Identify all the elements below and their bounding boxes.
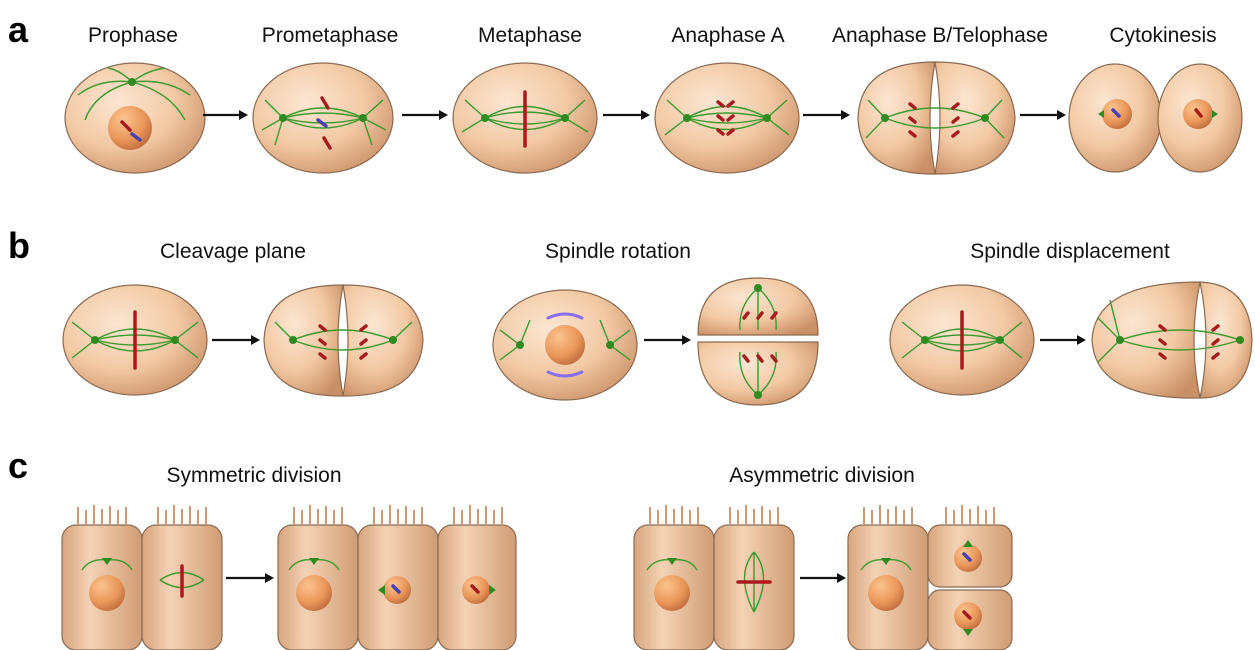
- label-spindle-rotation: Spindle rotation: [545, 240, 691, 263]
- cell-spindle-rotation-after: [698, 278, 818, 405]
- arrow-icon: [603, 110, 650, 120]
- microvilli-icon: [294, 505, 502, 525]
- label-cytokinesis: Cytokinesis: [1109, 24, 1216, 47]
- microvilli-icon: [78, 505, 206, 525]
- arrow-icon: [226, 573, 274, 583]
- cell-cleavage-plane-before: [63, 285, 207, 395]
- nucleus-icon: [868, 575, 904, 611]
- cell-prometaphase: [253, 63, 393, 173]
- arrow-icon: [644, 335, 691, 345]
- label-prophase: Prophase: [88, 24, 178, 47]
- epithelial-cells-asymmetric-after: [848, 505, 1012, 650]
- arrow-icon: [803, 110, 850, 120]
- arrow-icon: [800, 573, 846, 583]
- microvilli-icon: [864, 505, 994, 525]
- label-symmetric-division: Symmetric division: [166, 464, 341, 487]
- cell-metaphase: [453, 63, 597, 173]
- nucleus-icon: [296, 575, 332, 611]
- cell-anaphase-b-telophase: [858, 62, 1015, 174]
- epithelial-cells-asymmetric-before: [634, 505, 794, 650]
- label-anaphase-b-telophase: Anaphase B/Telophase: [832, 24, 1048, 47]
- label-anaphase-a: Anaphase A: [671, 24, 784, 47]
- arrow-icon: [1040, 335, 1086, 345]
- cell-spindle-rotation-before: [493, 290, 637, 400]
- cell-cleavage-plane-after: [264, 285, 423, 396]
- cell-spindle-displacement-before: [890, 285, 1034, 395]
- arrow-icon: [203, 110, 248, 120]
- panel-b-letter: b: [8, 225, 30, 266]
- cell-anaphase-a: [655, 63, 799, 173]
- cell-spindle-displacement-after: [1092, 282, 1252, 398]
- microvilli-icon: [650, 505, 778, 525]
- arrow-icon: [212, 335, 260, 345]
- label-spindle-displacement: Spindle displacement: [970, 240, 1170, 263]
- label-cleavage-plane: Cleavage plane: [160, 240, 306, 263]
- cell-cytokinesis: [1069, 64, 1242, 172]
- panel-c-letter: c: [8, 445, 28, 486]
- epithelial-cells-symmetric-after: [278, 505, 516, 650]
- cell-prophase: [65, 63, 205, 173]
- arrow-icon: [402, 110, 448, 120]
- nucleus-icon: [654, 575, 690, 611]
- panel-a-letter: a: [8, 9, 29, 50]
- nucleus-icon: [545, 325, 585, 365]
- label-asymmetric-division: Asymmetric division: [729, 464, 915, 487]
- centrosome-icon: [128, 78, 136, 86]
- label-prometaphase: Prometaphase: [262, 24, 399, 47]
- label-metaphase: Metaphase: [478, 24, 582, 47]
- arrow-icon: [1020, 110, 1066, 120]
- nucleus-icon: [89, 575, 125, 611]
- epithelial-cells-symmetric-before: [62, 505, 222, 650]
